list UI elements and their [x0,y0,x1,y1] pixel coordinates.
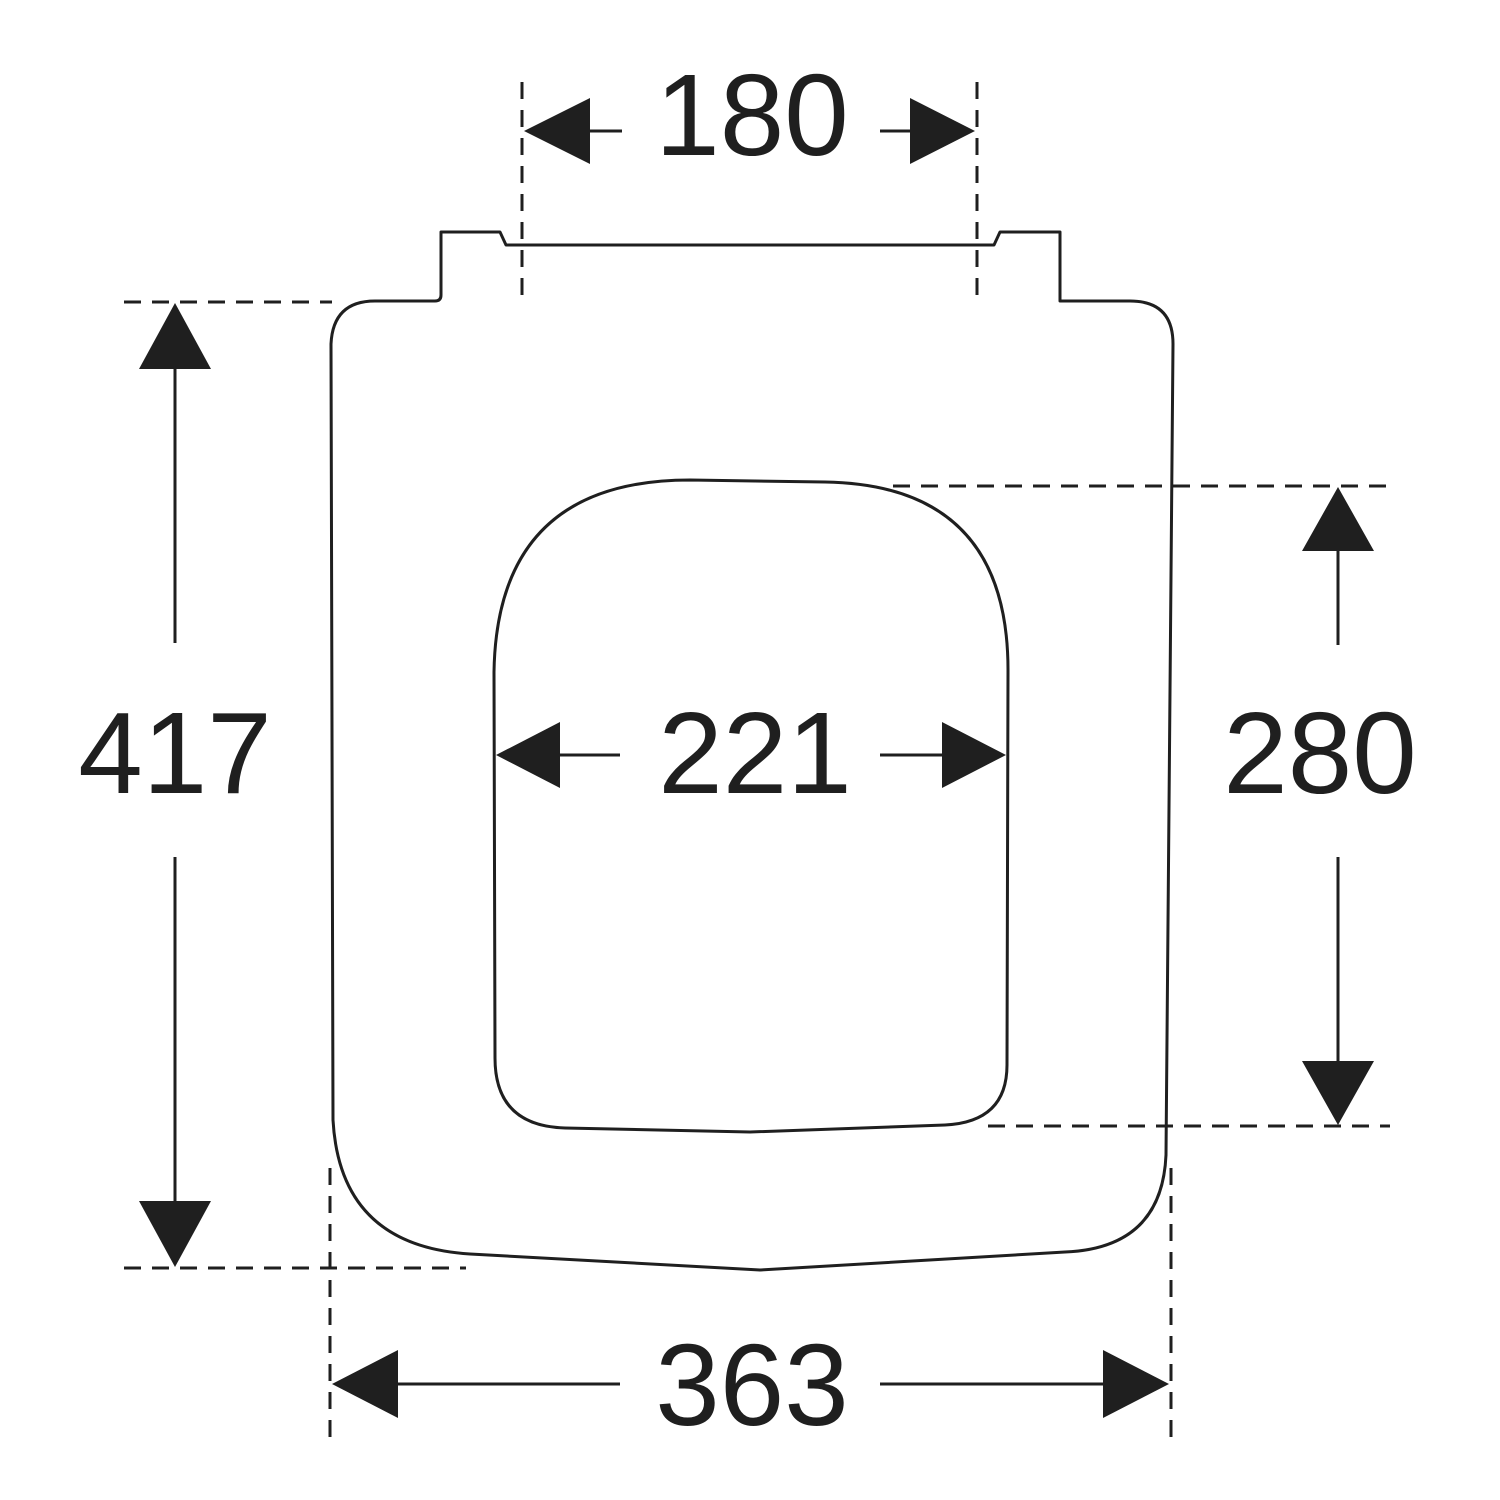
overall-width-label: 363 [655,1320,849,1450]
opening-width-label: 221 [658,688,852,818]
overall-length-label: 417 [78,688,272,818]
opening-width-arrowhead-right [942,722,1006,788]
length-arrowhead-bottom [139,1201,211,1267]
opening-length-arrowhead-top [1302,487,1374,551]
opening-length-label: 280 [1223,688,1417,818]
hinge-arrowhead-left [524,98,590,164]
opening-length-arrowhead-bottom [1302,1061,1374,1125]
width-arrowhead-right [1103,1350,1169,1418]
seat-outline [329,230,1175,1272]
hinge-spacing-label: 180 [655,50,849,180]
width-arrowhead-left [332,1350,398,1418]
length-arrowhead-top [139,303,211,369]
opening-width-arrowhead-left [496,722,560,788]
hinge-arrowhead-right [910,98,975,164]
seat-opening-outline [492,478,1010,1134]
